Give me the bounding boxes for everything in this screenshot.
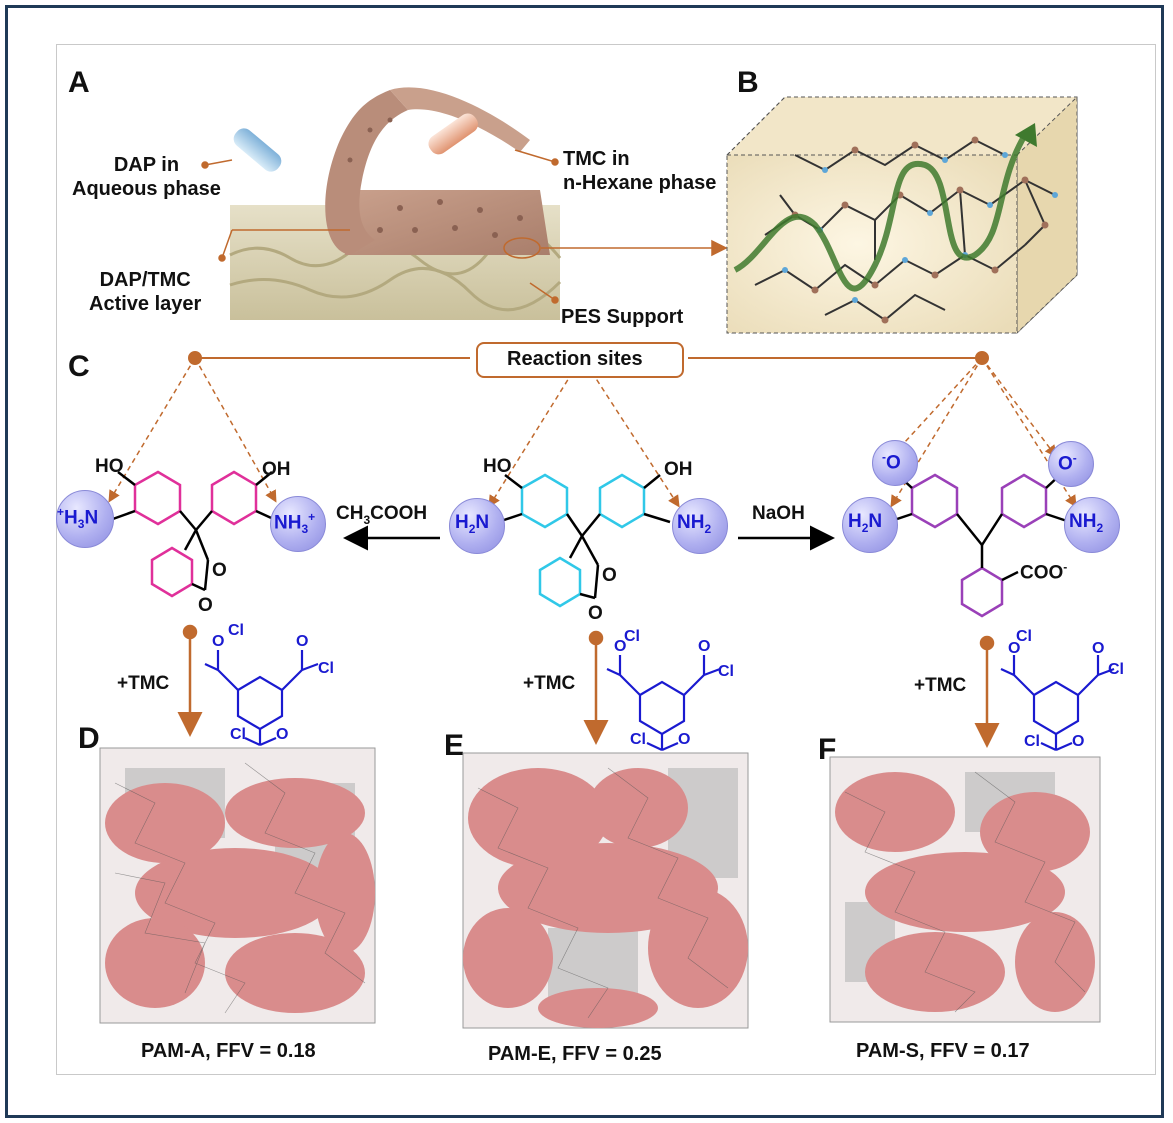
- tmc-right-o3: O: [1072, 733, 1085, 750]
- tmc-left-o1: O: [212, 633, 225, 650]
- oh-left: OH: [262, 459, 291, 480]
- tmc-left-cl1: Cl: [228, 622, 244, 639]
- active-layer-sheet: [345, 190, 550, 255]
- reaction-sites-box: [476, 342, 684, 378]
- o-center-ring: O: [602, 565, 617, 586]
- active-layer-label: DAP/TMC Active layer: [89, 269, 202, 315]
- panel-label-c: C: [68, 350, 90, 383]
- tmc-center-o2: O: [698, 638, 711, 655]
- md-box-e: [462, 752, 749, 1029]
- curled-sheet: [325, 90, 408, 255]
- tmc-add-right: +TMC: [914, 675, 967, 696]
- oh-center: OH: [664, 459, 693, 480]
- tmc-right-o2: O: [1092, 640, 1105, 657]
- tmc-left-cl3: Cl: [230, 726, 246, 743]
- panel-label-e: E: [444, 729, 465, 762]
- o-left-carbonyl: O: [198, 595, 213, 616]
- o-anion-right-label: O-: [1058, 451, 1077, 475]
- ho-center: HO: [483, 456, 512, 477]
- h3n-plus-label: +H3N: [57, 505, 99, 532]
- amine-badge-left-1: [56, 490, 114, 548]
- h2n-right-label: H2N: [848, 511, 883, 535]
- tmc-add-center: +TMC: [523, 673, 576, 694]
- amine-badge-center-1: [449, 498, 505, 554]
- panel-b-box: [726, 95, 1078, 335]
- tmc-center-o3: O: [678, 731, 691, 748]
- oxide-badge-right-2: [1048, 441, 1094, 487]
- tmc-right-o1: O: [1008, 640, 1021, 657]
- coo-anion: COO-: [1020, 560, 1068, 584]
- tmc-center-cl1: Cl: [624, 628, 640, 645]
- nh2-right-label: NH2: [1069, 511, 1104, 535]
- panel-label-b: B: [737, 66, 759, 99]
- amine-badge-right-2: [1064, 497, 1120, 553]
- tmc-add-left: +TMC: [117, 673, 170, 694]
- figure-frame: [5, 5, 1164, 1118]
- panel-label-a: A: [68, 66, 90, 99]
- tmc-right-cl2: Cl: [1108, 661, 1124, 678]
- o-anion-left-label: -O: [882, 450, 901, 474]
- reaction-sites-label: Reaction sites: [507, 348, 643, 370]
- caption-pam-a: PAM-A, FFV = 0.18: [141, 1040, 316, 1062]
- tmc-center-cl3: Cl: [630, 731, 646, 748]
- panel-label-d: D: [78, 722, 100, 755]
- md-box-d: [99, 747, 376, 1024]
- tmc-center-cl2: Cl: [718, 663, 734, 680]
- amine-badge-left-2: [270, 496, 326, 552]
- oxide-badge-right-1: [872, 440, 918, 486]
- caption-pam-e: PAM-E, FFV = 0.25: [488, 1043, 662, 1065]
- amine-badge-right-1: [842, 497, 898, 553]
- nh2-center-label: NH2: [677, 512, 712, 536]
- md-box-f: [829, 756, 1101, 1023]
- dap-aqueous-label: DAP in Aqueous phase: [72, 154, 221, 200]
- pes-support-label: PES Support: [561, 306, 684, 328]
- amine-badge-center-2: [672, 498, 728, 554]
- tmc-left-o3: O: [276, 726, 289, 743]
- tmc-left-cl2: Cl: [318, 660, 334, 677]
- h2n-center-label: H2N: [455, 512, 490, 536]
- tmc-right-cl1: Cl: [1016, 628, 1032, 645]
- tmc-hexane-label: TMC in n-Hexane phase: [563, 148, 717, 194]
- tmc-center-o1: O: [614, 638, 627, 655]
- acetic-acid-label: CH3COOH: [336, 503, 428, 527]
- nh3-plus-label: NH3+: [274, 510, 316, 537]
- caption-pam-s: PAM-S, FFV = 0.17: [856, 1040, 1030, 1062]
- ho-left: HO: [95, 456, 124, 477]
- inner-frame: [56, 44, 1156, 1075]
- tmc-left-o2: O: [296, 633, 309, 650]
- o-left-ring: O: [212, 560, 227, 581]
- naoh-label: NaOH: [752, 503, 805, 524]
- panel-a-illustration: [229, 87, 562, 320]
- tmc-right-cl3: Cl: [1024, 733, 1040, 750]
- o-center-carbonyl: O: [588, 603, 603, 624]
